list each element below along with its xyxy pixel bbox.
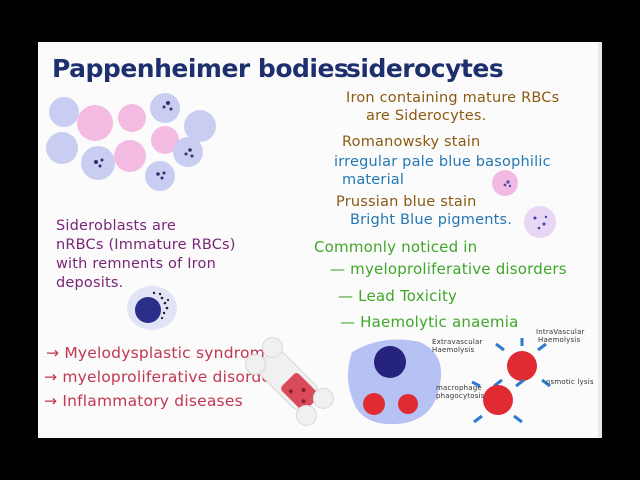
sideroblast-definition-line3: with remnents of Iron	[56, 256, 216, 272]
sideroblast-definition-line4: deposits.	[56, 275, 124, 291]
macrophage-cell	[348, 339, 442, 425]
rbc-cell	[118, 104, 146, 132]
sheet-edge	[598, 42, 602, 438]
haemolysis-illustration	[348, 338, 551, 425]
macrophage-label-line2: phagocytosis	[436, 392, 485, 400]
rbc-cluster-illustration	[46, 93, 216, 191]
siderocyte-definition-line1: Iron containing mature RBCs	[346, 90, 560, 106]
sideroblast-cell-illustration	[127, 286, 177, 330]
rbc-cell-with-inclusions	[145, 161, 175, 191]
prussian-blue-stain-desc: Bright Blue pigments.	[350, 212, 513, 228]
rbc-cell	[151, 126, 179, 154]
rbc-cell-with-inclusions	[81, 146, 115, 180]
title-siderocytes: siderocytes	[346, 54, 504, 83]
rbc-cell-with-inclusions	[150, 93, 180, 123]
macrophage-label-line1: macrophage	[436, 384, 482, 392]
condition-lead-toxicity: — Lead Toxicity	[338, 287, 458, 305]
intravascular-label-line1: IntraVascular	[536, 328, 585, 336]
rbc-cell	[46, 132, 78, 164]
rbc-cell-with-inclusions	[173, 137, 203, 167]
cause-inflammatory: → Inflammatory diseases	[44, 392, 243, 410]
romanowsky-stain-label: Romanowsky stain	[342, 134, 481, 150]
siderocyte-definition-line2: are Siderocytes.	[366, 108, 487, 124]
lysed-rbc-2	[471, 378, 525, 424]
commonly-noticed-label: Commonly noticed in	[314, 238, 478, 256]
intravascular-label-line2: Haemolysis	[538, 336, 581, 344]
prussian-blue-stain-label: Prussian blue stain	[336, 194, 477, 210]
cause-myelodysplastic: → Myelodysplastic syndrome	[46, 344, 275, 362]
extravascular-label-line2: Haemolysis	[432, 346, 475, 354]
lysed-rbc-1	[493, 338, 551, 388]
romanowsky-stain-desc-line1: irregular pale blue basophilic	[334, 154, 551, 170]
cause-myeloproliferative: → myeloproliferative disorders	[44, 368, 286, 386]
condition-myeloproliferative: — myeloproliferative disorders	[330, 260, 567, 278]
prussian-blue-stained-cell	[524, 206, 556, 238]
rbc-cell	[49, 97, 79, 127]
condition-haemolytic-anaemia: — Haemolytic anaemia	[340, 313, 519, 331]
extravascular-label-line1: Extravascular	[432, 338, 483, 346]
rbc-cell	[114, 140, 146, 172]
bone-marrow-icon	[244, 336, 334, 426]
title-pappenheimer-bodies: Pappenheimer bodies	[52, 54, 349, 83]
romanowsky-stain-desc-line2: material	[342, 172, 405, 188]
sideroblast-definition-line1: Sideroblasts are	[56, 218, 177, 234]
rbc-cell	[77, 105, 113, 141]
romanowsky-stained-cell	[492, 170, 518, 196]
osmotic-lysis-label: osmotic lysis	[546, 378, 594, 386]
sideroblast-definition-line2: nRBCs (Immature RBCs)	[56, 237, 236, 253]
rbc-cell	[184, 110, 216, 142]
